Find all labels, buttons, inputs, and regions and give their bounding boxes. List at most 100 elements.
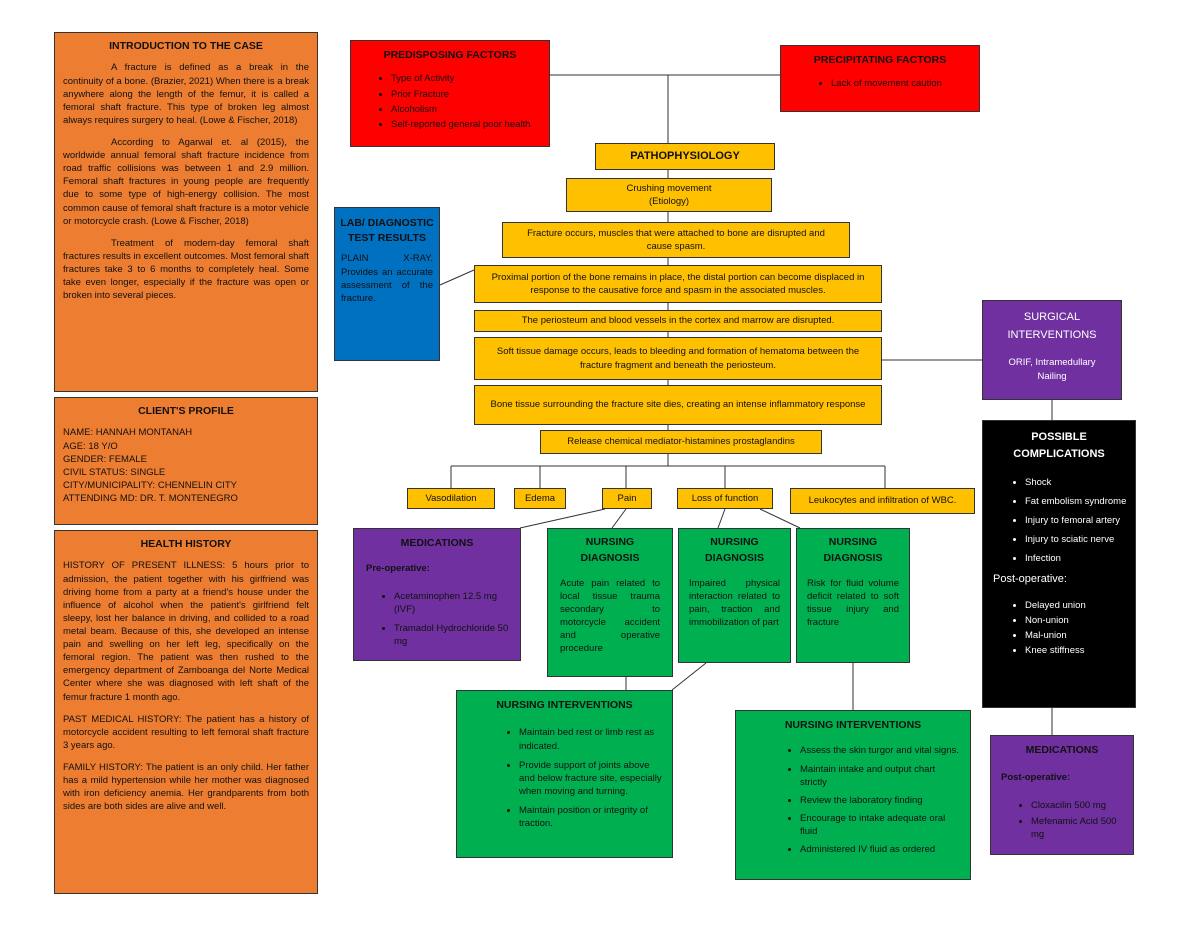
introduction-panel: INTRODUCTION TO THE CASE A fracture is d… [54, 32, 318, 392]
health-history-panel: HEALTH HISTORY HISTORY OF PRESENT ILLNES… [54, 530, 318, 894]
client-name: NAME: HANNAH MONTANAH [63, 427, 193, 439]
predisposing-list: Type of Activity Prior Fracture Alcoholi… [351, 72, 549, 130]
medication-item: Acetaminophen 12.5 mg (IVF) [394, 590, 512, 616]
family-history: FAMILY HISTORY: The patient is an only c… [63, 761, 309, 813]
medication-item: Tramadol Hydrochloride 50 mg [394, 622, 512, 648]
effect-loss-of-function: Loss of function [677, 488, 773, 509]
surgical-text: ORIF, Intramedullary Nailing [1008, 357, 1096, 383]
diagnosis-2-text: Impaired physical interaction related to… [689, 577, 780, 628]
medications-post-title: MEDICATIONS [1025, 744, 1099, 756]
precipitating-list: Lack of movement caution [781, 77, 979, 90]
complication-item: Fat embolism syndrome [1025, 495, 1127, 508]
effect-leukocytes: Leukocytes and infiltration of WBC. [790, 488, 975, 514]
client-gender: GENDER: FEMALE [63, 453, 147, 465]
complication-post-item: Knee stiffness [1025, 644, 1135, 657]
medications-post-list: Cloxacilin 500 mg Mefenamic Acid 500 mg [991, 799, 1125, 841]
diagnosis-3-text: Risk for fluid volume deficit related to… [807, 577, 899, 628]
intervention-item: Assess the skin turgor and vital signs. [800, 744, 960, 757]
effect-vasodilation: Vasodilation [407, 488, 495, 509]
introduction-paragraph-1: A fracture is defined as a break in the … [63, 62, 309, 126]
intervention-item: Maintain position or integrity of tracti… [519, 804, 662, 830]
predisposing-item: Self-reported general poor health [391, 118, 549, 131]
medications-post-label: Post-operative: [1001, 772, 1071, 784]
present-illness-label: HISTORY OF PRESENT ILLNESS: [63, 560, 226, 572]
predisposing-item: Prior Fracture [391, 88, 549, 101]
complication-post-item: Delayed union [1025, 599, 1135, 612]
intervention-item: Administered IV fluid as ordered [800, 843, 960, 856]
patho-step-5: Bone tissue surrounding the fracture sit… [474, 385, 882, 425]
possible-complications-box: POSSIBLE COMPLICATIONS Shock Fat embolis… [982, 420, 1136, 708]
predisposing-factors-box: PREDISPOSING FACTORS Type of Activity Pr… [350, 40, 550, 147]
present-illness: HISTORY OF PRESENT ILLNESS: 5 hours prio… [63, 559, 309, 703]
complications-post-label: Post-operative: [993, 572, 1067, 585]
effect-pain: Pain [602, 488, 652, 509]
introduction-paragraph-3: Treatment of modern-day femoral shaft fr… [63, 237, 309, 302]
complication-item: Infection [1025, 552, 1127, 565]
intervention-item: Maintain bed rest or limb rest as indica… [519, 726, 662, 752]
pathophysiology-title: PATHOPHYSIOLOGY [595, 143, 775, 170]
patho-step-6: Release chemical mediator-histamines pro… [540, 430, 822, 454]
medications-pre-label: Pre-operative: [366, 563, 430, 575]
predisposing-title: PREDISPOSING FACTORS [383, 49, 517, 61]
health-history-title: HEALTH HISTORY [140, 538, 232, 550]
medication-item: Cloxacilin 500 mg [1031, 799, 1125, 812]
medications-pre-list: Acetaminophen 12.5 mg (IVF) Tramadol Hyd… [354, 590, 512, 648]
client-profile-panel: CLIENT'S PROFILE NAME: HANNAH MONTANAH A… [54, 397, 318, 525]
etiology-line-1: Crushing movement [626, 183, 712, 194]
interventions-1-list: Maintain bed rest or limb rest as indica… [457, 726, 662, 830]
past-medical-history: PAST MEDICAL HISTORY: The patient has a … [63, 713, 309, 752]
patho-step-3: The periosteum and blood vessels in the … [474, 310, 882, 332]
nursing-interventions-2: NURSING INTERVENTIONS Assess the skin tu… [735, 710, 971, 880]
diagnosis-2-title: NURSING DIAGNOSIS [705, 536, 764, 564]
diagnosis-1-text: Acute pain related to local tissue traum… [560, 577, 660, 655]
client-age: AGE: 18 Y/O [63, 440, 118, 452]
client-profile-title: CLIENT'S PROFILE [138, 405, 234, 417]
surgical-interventions-box: SURGICAL INTERVENTIONS ORIF, Intramedull… [982, 300, 1122, 400]
medications-pre-title: MEDICATIONS [400, 537, 474, 549]
patho-step-2: Proximal portion of the bone remains in … [474, 265, 882, 303]
complication-item: Injury to sciatic nerve [1025, 533, 1127, 546]
interventions-1-title: NURSING INTERVENTIONS [496, 699, 633, 711]
complications-title: POSSIBLE COMPLICATIONS [1013, 431, 1105, 460]
nursing-diagnosis-3: NURSING DIAGNOSIS Risk for fluid volume … [796, 528, 910, 663]
precipitating-factors-box: PRECIPITATING FACTORS Lack of movement c… [780, 45, 980, 112]
complication-post-item: Non-union [1025, 614, 1135, 627]
effect-edema: Edema [514, 488, 566, 509]
complication-item: Shock [1025, 476, 1127, 489]
surgical-title: SURGICAL INTERVENTIONS [1007, 311, 1097, 341]
precipitating-title: PRECIPITATING FACTORS [813, 54, 947, 66]
intervention-item: Encourage to intake adequate oral fluid [800, 812, 960, 838]
medications-postoperative-box: MEDICATIONS Post-operative: Cloxacilin 5… [990, 735, 1134, 855]
client-attending-md: ATTENDING MD: DR. T. MONTENEGRO [63, 493, 238, 505]
lab-text: PLAIN X-RAY. Provides an accurate assess… [341, 253, 433, 304]
nursing-diagnosis-1: NURSING DIAGNOSIS Acute pain related to … [547, 528, 673, 677]
intervention-item: Review the laboratory finding [800, 794, 960, 807]
past-medical-text: The patient has a history of motorcycle … [63, 713, 310, 751]
family-history-label: FAMILY HISTORY: [63, 762, 143, 774]
past-medical-label: PAST MEDICAL HISTORY: [63, 713, 182, 725]
diagnosis-1-title: NURSING DIAGNOSIS [580, 536, 640, 564]
precipitating-item: Lack of movement caution [831, 77, 979, 90]
interventions-2-title: NURSING INTERVENTIONS [784, 719, 922, 731]
introduction-paragraph-2: According to Agarwal et. al (2015), the … [63, 137, 309, 227]
client-civil-status: CIVIL STATUS: SINGLE [63, 466, 166, 478]
medications-preoperative-box: MEDICATIONS Pre-operative: Acetaminophen… [353, 528, 521, 661]
family-history-text: The patient is an only child. Her father… [63, 762, 309, 813]
intervention-item: Provide support of joints above and belo… [519, 759, 662, 798]
nursing-interventions-1: NURSING INTERVENTIONS Maintain bed rest … [456, 690, 673, 858]
medication-item: Mefenamic Acid 500 mg [1031, 815, 1125, 841]
patho-step-4: Soft tissue damage occurs, leads to blee… [474, 337, 882, 380]
patho-step-1: Fracture occurs, muscles that were attac… [502, 222, 850, 258]
present-illness-text: 5 hours prior to admission, the patient … [63, 560, 309, 703]
predisposing-item: Alcoholism [391, 103, 549, 116]
complication-post-item: Mal-union [1025, 629, 1135, 642]
client-profile-details: NAME: HANNAH MONTANAH AGE: 18 Y/O GENDER… [63, 426, 309, 505]
lab-title: LAB/ DIAGNOSTIC TEST RESULTS [340, 217, 434, 245]
client-city: CITY/MUNICIPALITY: CHENNELIN CITY [63, 479, 238, 491]
complication-item: Injury to femoral artery [1025, 514, 1127, 527]
diagnosis-3-title: NURSING DIAGNOSIS [823, 536, 883, 564]
nursing-diagnosis-2: NURSING DIAGNOSIS Impaired physical inte… [678, 528, 791, 663]
etiology-box: Crushing movement (Etiology) [566, 178, 772, 212]
etiology-line-2: (Etiology) [648, 196, 690, 208]
